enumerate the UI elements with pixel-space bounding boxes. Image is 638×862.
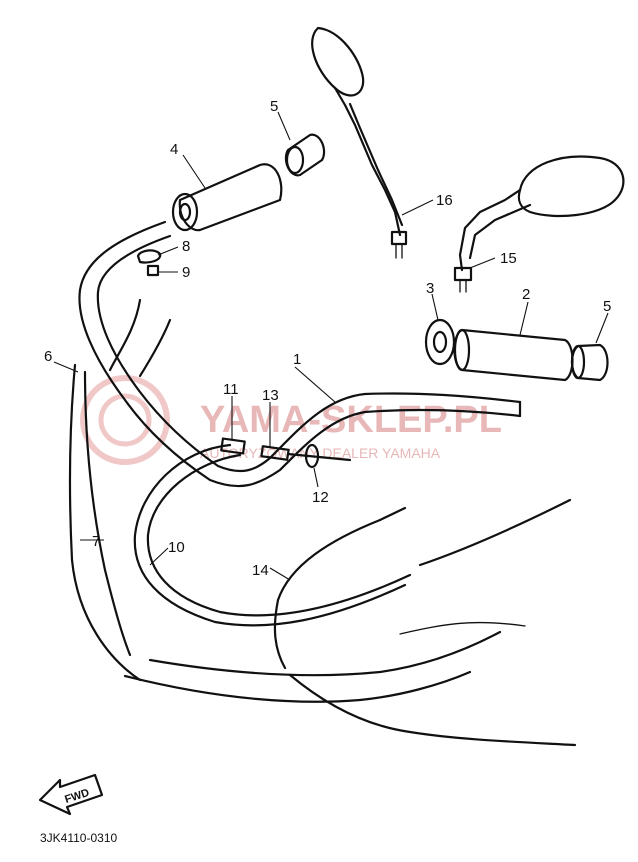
callout-2: 2 [522, 286, 530, 303]
handlebar [78, 220, 522, 488]
watermark-logo [80, 375, 170, 465]
right-grip [453, 328, 574, 382]
callout-3: 3 [426, 280, 434, 297]
cable-adjuster [220, 437, 352, 469]
throttle-housing [424, 318, 456, 366]
callout-15: 15 [500, 250, 517, 267]
throttle-cable [133, 443, 412, 627]
grip-end-right [570, 343, 609, 382]
forward-arrow-badge: FWD [38, 773, 104, 816]
callout-14: 14 [252, 562, 269, 579]
callout-8: 8 [182, 238, 190, 255]
diagram-code: 3JK4110-0310 [40, 831, 118, 845]
callout-labels: 1 2 3 4 5 5 6 7 8 9 10 11 12 13 14 15 16 [44, 98, 611, 579]
callout-12: 12 [312, 489, 329, 506]
callout-1: 1 [293, 351, 301, 368]
callout-5-right: 5 [603, 298, 611, 315]
leader-lines [53, 111, 609, 581]
callout-7: 7 [92, 533, 100, 550]
callout-10: 10 [168, 539, 185, 556]
watermark-brand: YAMA-SKLEP.PL [200, 399, 502, 441]
callout-6: 6 [44, 348, 52, 365]
watermark-tagline: AUTORYZOWANY DEALER YAMAHA [200, 445, 441, 461]
left-mirror [311, 26, 408, 259]
forward-arrow-icon [38, 773, 104, 816]
grip-end-top [284, 133, 326, 177]
lower-cables [123, 498, 577, 747]
callout-16: 16 [436, 192, 453, 209]
throttle-grip [171, 163, 283, 232]
small-parts [136, 249, 162, 277]
callout-4: 4 [170, 141, 178, 158]
right-mirror [453, 155, 625, 293]
choke-cable [273, 506, 407, 670]
watermark: YAMA-SKLEP.PL AUTORYZOWANY DEALER YAMAHA [80, 375, 502, 465]
clutch-cables [68, 298, 172, 682]
callout-5: 5 [270, 98, 278, 115]
callout-9: 9 [182, 264, 190, 281]
callout-11: 11 [223, 381, 239, 398]
callout-13: 13 [262, 387, 279, 404]
